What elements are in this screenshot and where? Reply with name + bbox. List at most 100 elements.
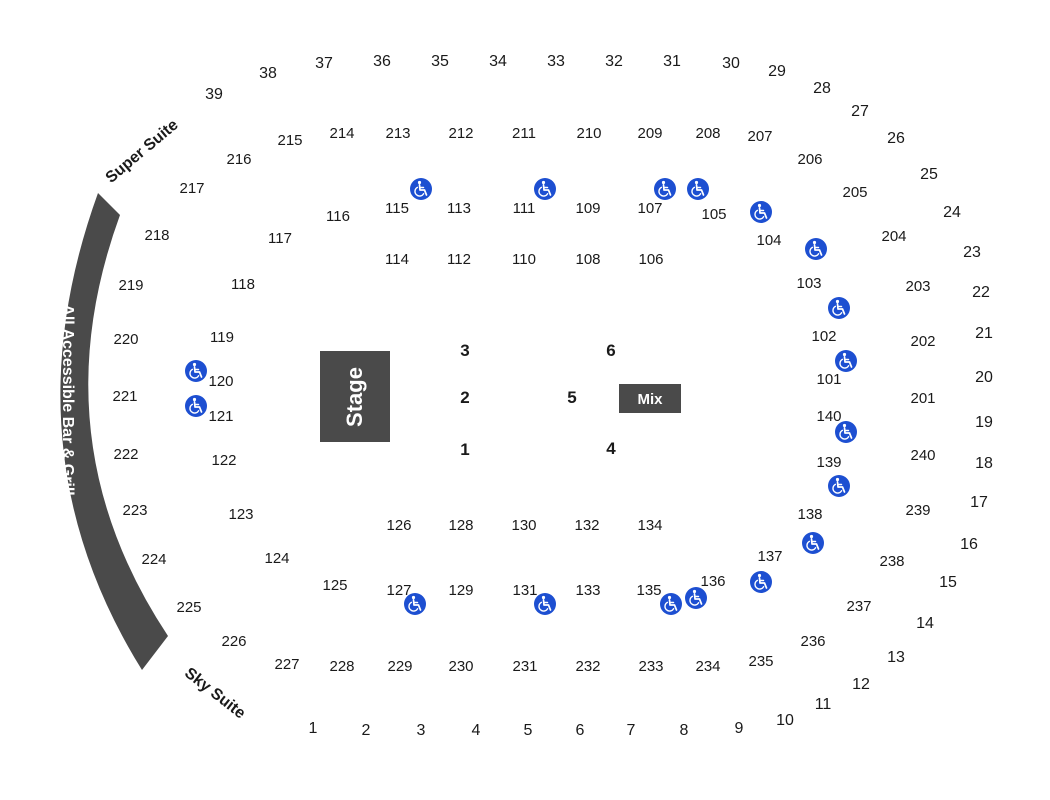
section-234[interactable]: 234 <box>695 658 720 675</box>
section-122[interactable]: 122 <box>211 452 236 469</box>
suite-37[interactable]: 37 <box>315 55 333 72</box>
section-133[interactable]: 133 <box>575 582 600 599</box>
suite-24[interactable]: 24 <box>943 204 961 221</box>
section-222[interactable]: 222 <box>113 446 138 463</box>
section-111[interactable]: 111 <box>513 200 536 217</box>
suite-22[interactable]: 22 <box>972 284 990 301</box>
section-103[interactable]: 103 <box>796 275 821 292</box>
suite-34[interactable]: 34 <box>489 53 507 70</box>
suite-8[interactable]: 8 <box>680 722 689 739</box>
section-221[interactable]: 221 <box>112 388 137 405</box>
section-226[interactable]: 226 <box>221 633 246 650</box>
section-212[interactable]: 212 <box>448 125 473 142</box>
stage-block[interactable] <box>320 351 390 442</box>
section-126[interactable]: 126 <box>386 517 411 534</box>
section-floor-2[interactable]: 2 <box>460 388 469 407</box>
section-112[interactable]: 112 <box>447 251 471 268</box>
section-135[interactable]: 135 <box>636 582 661 599</box>
suite-33[interactable]: 33 <box>547 53 565 70</box>
section-230[interactable]: 230 <box>448 658 473 675</box>
section-108[interactable]: 108 <box>575 251 600 268</box>
section-232[interactable]: 232 <box>575 658 600 675</box>
section-floor-1[interactable]: 1 <box>460 440 469 459</box>
section-214[interactable]: 214 <box>329 125 354 142</box>
section-225[interactable]: 225 <box>176 599 201 616</box>
suite-18[interactable]: 18 <box>975 455 993 472</box>
section-208[interactable]: 208 <box>695 125 720 142</box>
section-104[interactable]: 104 <box>756 232 781 249</box>
mix-block[interactable] <box>619 384 681 413</box>
section-235[interactable]: 235 <box>748 653 773 670</box>
section-231[interactable]: 231 <box>512 658 537 675</box>
section-floor-3[interactable]: 3 <box>460 341 469 360</box>
suite-19[interactable]: 19 <box>975 414 993 431</box>
section-105[interactable]: 105 <box>701 206 726 223</box>
suite-29[interactable]: 29 <box>768 63 786 80</box>
suite-39[interactable]: 39 <box>205 86 223 103</box>
section-106[interactable]: 106 <box>638 251 663 268</box>
section-136[interactable]: 136 <box>700 573 725 590</box>
section-229[interactable]: 229 <box>387 658 412 675</box>
suite-9[interactable]: 9 <box>735 720 744 737</box>
section-203[interactable]: 203 <box>905 278 930 295</box>
suite-36[interactable]: 36 <box>373 53 391 70</box>
section-128[interactable]: 128 <box>448 517 473 534</box>
section-201[interactable]: 201 <box>910 390 935 407</box>
suite-27[interactable]: 27 <box>851 103 869 120</box>
section-114[interactable]: 114 <box>385 251 409 268</box>
suite-28[interactable]: 28 <box>813 80 831 97</box>
section-101[interactable]: 101 <box>816 371 841 388</box>
suite-30[interactable]: 30 <box>722 55 740 72</box>
suite-11[interactable]: 11 <box>815 696 832 713</box>
section-213[interactable]: 213 <box>385 125 410 142</box>
suite-14[interactable]: 14 <box>916 615 934 632</box>
section-121[interactable]: 121 <box>208 408 233 425</box>
section-137[interactable]: 137 <box>757 548 782 565</box>
section-118[interactable]: 118 <box>231 276 255 293</box>
section-107[interactable]: 107 <box>637 200 662 217</box>
section-125[interactable]: 125 <box>322 577 347 594</box>
section-224[interactable]: 224 <box>141 551 166 568</box>
suite-6[interactable]: 6 <box>576 722 585 739</box>
suite-31[interactable]: 31 <box>663 53 681 70</box>
section-129[interactable]: 129 <box>448 582 473 599</box>
section-131[interactable]: 131 <box>512 582 537 599</box>
suite-21[interactable]: 21 <box>975 325 993 342</box>
section-floor-4[interactable]: 4 <box>606 439 616 458</box>
suite-15[interactable]: 15 <box>939 574 957 591</box>
suite-35[interactable]: 35 <box>431 53 449 70</box>
suite-32[interactable]: 32 <box>605 53 623 70</box>
suite-2[interactable]: 2 <box>362 722 371 739</box>
bar-grill-block[interactable] <box>60 193 168 670</box>
section-127[interactable]: 127 <box>386 582 411 599</box>
section-210[interactable]: 210 <box>576 125 601 142</box>
section-216[interactable]: 216 <box>226 151 251 168</box>
section-140[interactable]: 140 <box>816 408 841 425</box>
suite-1[interactable]: 1 <box>309 720 318 737</box>
suite-5[interactable]: 5 <box>524 722 533 739</box>
section-floor-6[interactable]: 6 <box>606 341 615 360</box>
suite-12[interactable]: 12 <box>852 676 870 693</box>
section-236[interactable]: 236 <box>800 633 825 650</box>
section-228[interactable]: 228 <box>329 658 354 675</box>
section-240[interactable]: 240 <box>910 447 935 464</box>
section-119[interactable]: 119 <box>210 329 234 346</box>
section-238[interactable]: 238 <box>879 553 904 570</box>
section-207[interactable]: 207 <box>747 128 772 145</box>
suite-20[interactable]: 20 <box>975 369 993 386</box>
section-124[interactable]: 124 <box>264 550 289 567</box>
section-202[interactable]: 202 <box>910 333 935 350</box>
section-237[interactable]: 237 <box>846 598 871 615</box>
section-219[interactable]: 219 <box>118 277 143 294</box>
section-109[interactable]: 109 <box>575 200 600 217</box>
suite-16[interactable]: 16 <box>960 536 978 553</box>
section-206[interactable]: 206 <box>797 151 822 168</box>
section-223[interactable]: 223 <box>122 502 147 519</box>
section-218[interactable]: 218 <box>144 227 169 244</box>
section-209[interactable]: 209 <box>637 125 662 142</box>
suite-38[interactable]: 38 <box>259 65 277 82</box>
section-117[interactable]: 117 <box>268 230 292 247</box>
section-215[interactable]: 215 <box>277 132 302 149</box>
section-132[interactable]: 132 <box>574 517 599 534</box>
section-205[interactable]: 205 <box>842 184 867 201</box>
